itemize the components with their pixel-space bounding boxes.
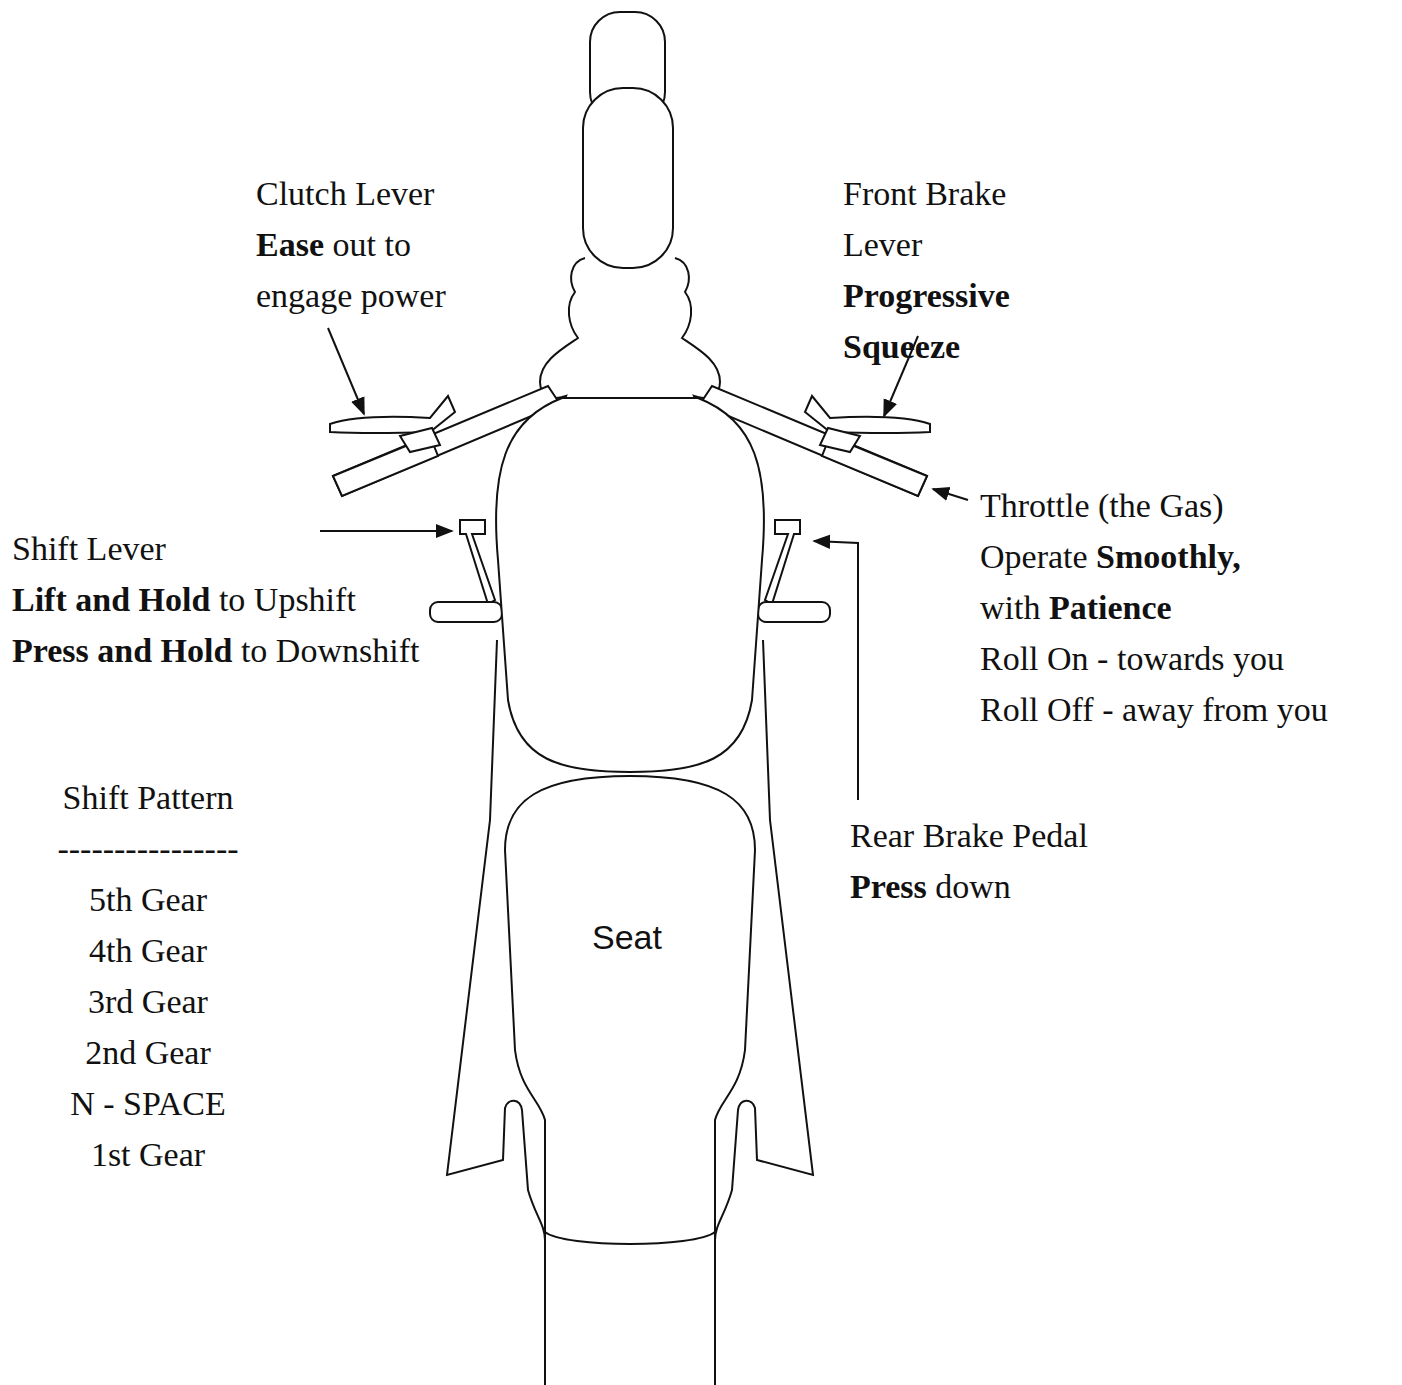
part-label: Operate bbox=[980, 538, 1088, 575]
text-line: Roll Off - away from you bbox=[980, 684, 1328, 735]
text-line: Shift Lever bbox=[12, 523, 419, 574]
text-line: OperateSmoothly, bbox=[980, 531, 1328, 582]
text-line: 5th Gear bbox=[18, 874, 278, 925]
text-line: Throttle (the Gas) bbox=[980, 480, 1328, 531]
part-label: Roll On - towards you bbox=[980, 640, 1284, 677]
part-label: down bbox=[935, 868, 1011, 905]
text-line: Lift and Holdto Upshift bbox=[12, 574, 419, 625]
text-line: N - SPACE bbox=[18, 1078, 278, 1129]
part-label: to Downshift bbox=[241, 632, 420, 669]
rear-brake-callout: Rear Brake PedalPressdown bbox=[850, 810, 1088, 912]
throttle-callout: Throttle (the Gas)OperateSmoothly,withPa… bbox=[980, 480, 1328, 735]
part-label: Roll Off - away from you bbox=[980, 691, 1328, 728]
text-line: Progressive Squeeze bbox=[843, 270, 1048, 372]
shift-pattern-list: Shift Pattern ---------------- 5th Gear 4th… bbox=[18, 772, 278, 1180]
part-label: Front Brake Lever bbox=[843, 175, 1006, 263]
part-label: 3rd Gear bbox=[88, 983, 208, 1020]
part-label: ---------------- bbox=[57, 830, 238, 867]
clutch-callout: Clutch LeverEaseout to engage power bbox=[256, 168, 488, 321]
text-line: Rear Brake Pedal bbox=[850, 810, 1088, 861]
part-label: 4th Gear bbox=[89, 932, 207, 969]
text-line: 2nd Gear bbox=[18, 1027, 278, 1078]
part-label: Shift Pattern bbox=[63, 779, 234, 816]
text-line: Roll On - towards you bbox=[980, 633, 1328, 684]
part-label: Press and Hold bbox=[12, 632, 232, 669]
part-label: Clutch Lever bbox=[256, 175, 434, 212]
part-label: 1st Gear bbox=[91, 1136, 205, 1173]
seat-label: Seat bbox=[592, 918, 662, 957]
text-line: Press and Holdto Downshift bbox=[12, 625, 419, 676]
part-label: Lift and Hold bbox=[12, 581, 210, 618]
text-line: withPatience bbox=[980, 582, 1328, 633]
text-line: Clutch Lever bbox=[256, 168, 488, 219]
text-line: ---------------- bbox=[18, 823, 278, 874]
shift-lever-callout: Shift LeverLift and Holdto UpshiftPress … bbox=[12, 523, 419, 676]
part-label: Progressive Squeeze bbox=[843, 277, 1010, 365]
text-line: 4th Gear bbox=[18, 925, 278, 976]
part-label: Ease bbox=[256, 226, 324, 263]
part-label: to Upshift bbox=[219, 581, 356, 618]
leader-lines bbox=[320, 328, 968, 800]
part-label: N - SPACE bbox=[70, 1085, 226, 1122]
part-label: Rear Brake Pedal bbox=[850, 817, 1088, 854]
part-label: Throttle (the Gas) bbox=[980, 487, 1224, 524]
part-label: 5th Gear bbox=[89, 881, 207, 918]
text-line: 3rd Gear bbox=[18, 976, 278, 1027]
text-line: 1st Gear bbox=[18, 1129, 278, 1180]
front-brake-callout: Front Brake LeverProgressive Squeeze bbox=[843, 168, 1048, 372]
text-line: Shift Pattern bbox=[18, 772, 278, 823]
part-label: Smoothly, bbox=[1096, 538, 1241, 575]
part-label: 2nd Gear bbox=[85, 1034, 211, 1071]
text-line: Easeout to engage power bbox=[256, 219, 488, 321]
text-line: Front Brake Lever bbox=[843, 168, 1048, 270]
part-label: Patience bbox=[1049, 589, 1172, 626]
text-line: Pressdown bbox=[850, 861, 1088, 912]
part-label: Press bbox=[850, 868, 927, 905]
part-label: Shift Lever bbox=[12, 530, 166, 567]
part-label: with bbox=[980, 589, 1040, 626]
